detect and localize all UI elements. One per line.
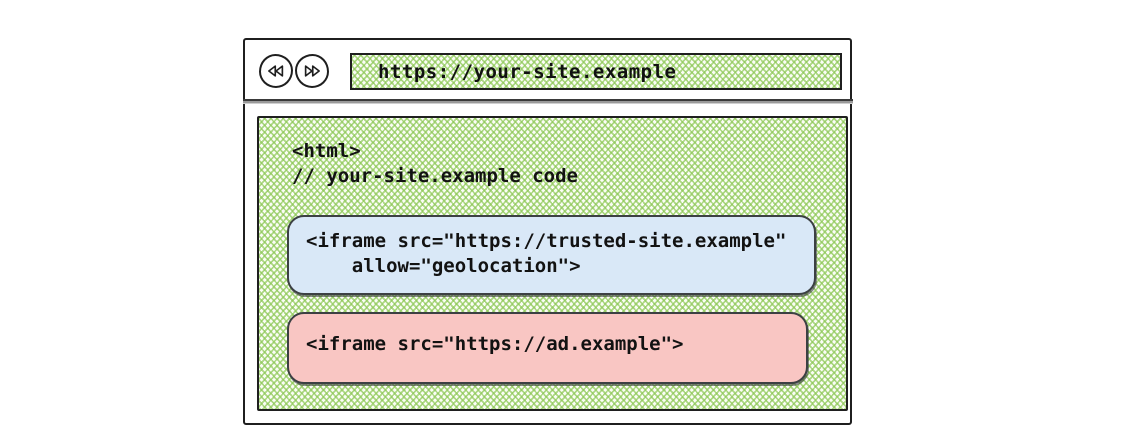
browser-window: https://your-site.example <html> // your… xyxy=(242,38,853,425)
toolbar-divider xyxy=(242,99,853,104)
double-right-arrow-icon xyxy=(300,59,324,83)
host-page-code: <html> // your-site.example code xyxy=(292,139,578,189)
ad-iframe-box: <iframe src="https://ad.example"> xyxy=(287,312,808,384)
double-left-arrow-icon xyxy=(264,59,288,83)
host-code-line-1: <html> xyxy=(292,140,361,162)
page-content-panel: <html> // your-site.example code <iframe… xyxy=(257,116,848,411)
browser-toolbar: https://your-site.example xyxy=(242,40,853,104)
trusted-iframe-code-line-2: allow="geolocation"> xyxy=(306,255,581,277)
forward-button[interactable] xyxy=(295,54,329,88)
trusted-iframe-code-line-1: <iframe src="https://trusted-site.exampl… xyxy=(306,230,787,252)
url-bar[interactable]: https://your-site.example xyxy=(350,53,842,90)
url-text: https://your-site.example xyxy=(378,60,677,83)
trusted-iframe-box: <iframe src="https://trusted-site.exampl… xyxy=(287,215,816,295)
back-button[interactable] xyxy=(259,54,293,88)
host-code-line-2: // your-site.example code xyxy=(292,165,578,187)
ad-iframe-code-line-1: <iframe src="https://ad.example"> xyxy=(306,333,684,355)
